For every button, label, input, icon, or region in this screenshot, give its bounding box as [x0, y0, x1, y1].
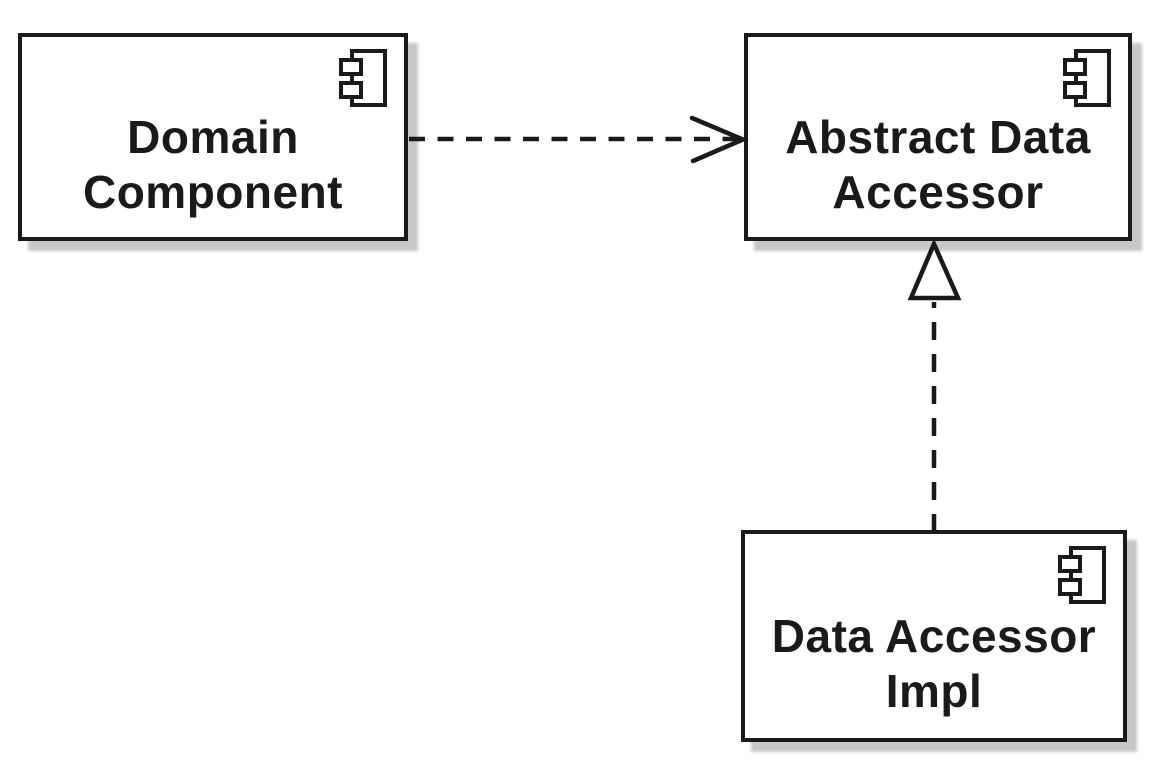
uml-component-icon [339, 49, 387, 107]
realization-arrow [907, 238, 962, 532]
component-abstract-data-accessor: Abstract Data Accessor [744, 33, 1132, 241]
component-data-accessor-impl: Data Accessor Impl [741, 530, 1127, 742]
component-label: Abstract Data Accessor [785, 111, 1091, 218]
component-label: Data Accessor Impl [771, 610, 1097, 717]
uml-component-icon [1063, 49, 1111, 107]
component-label: Domain Component [82, 111, 343, 218]
uml-component-icon [1058, 546, 1106, 604]
dependency-arrow [409, 115, 749, 164]
component-domain-component: Domain Component [18, 33, 408, 241]
